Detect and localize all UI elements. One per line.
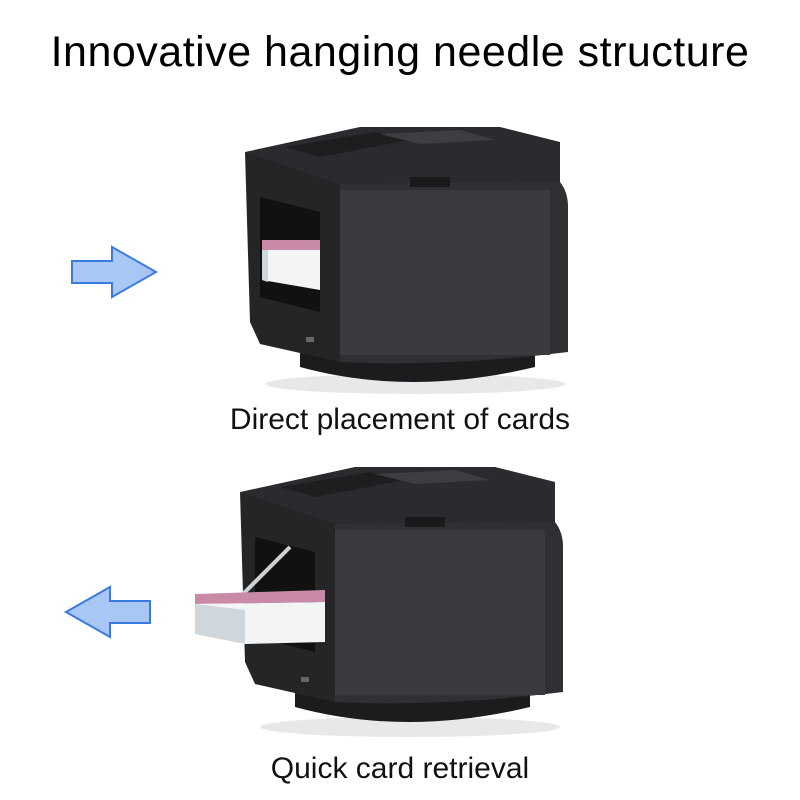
- arrow-left-icon: [63, 585, 151, 639]
- arrow-right-icon: [71, 245, 159, 299]
- caption-quick-retrieval: Quick card retrieval: [270, 752, 530, 785]
- page-title: Innovative hanging needle structure: [50, 28, 750, 76]
- card-shuffler-device-image: [245, 127, 568, 394]
- card-shuffler-retrieval-image: [195, 467, 563, 737]
- caption-direct-placement: Direct placement of cards: [229, 403, 571, 436]
